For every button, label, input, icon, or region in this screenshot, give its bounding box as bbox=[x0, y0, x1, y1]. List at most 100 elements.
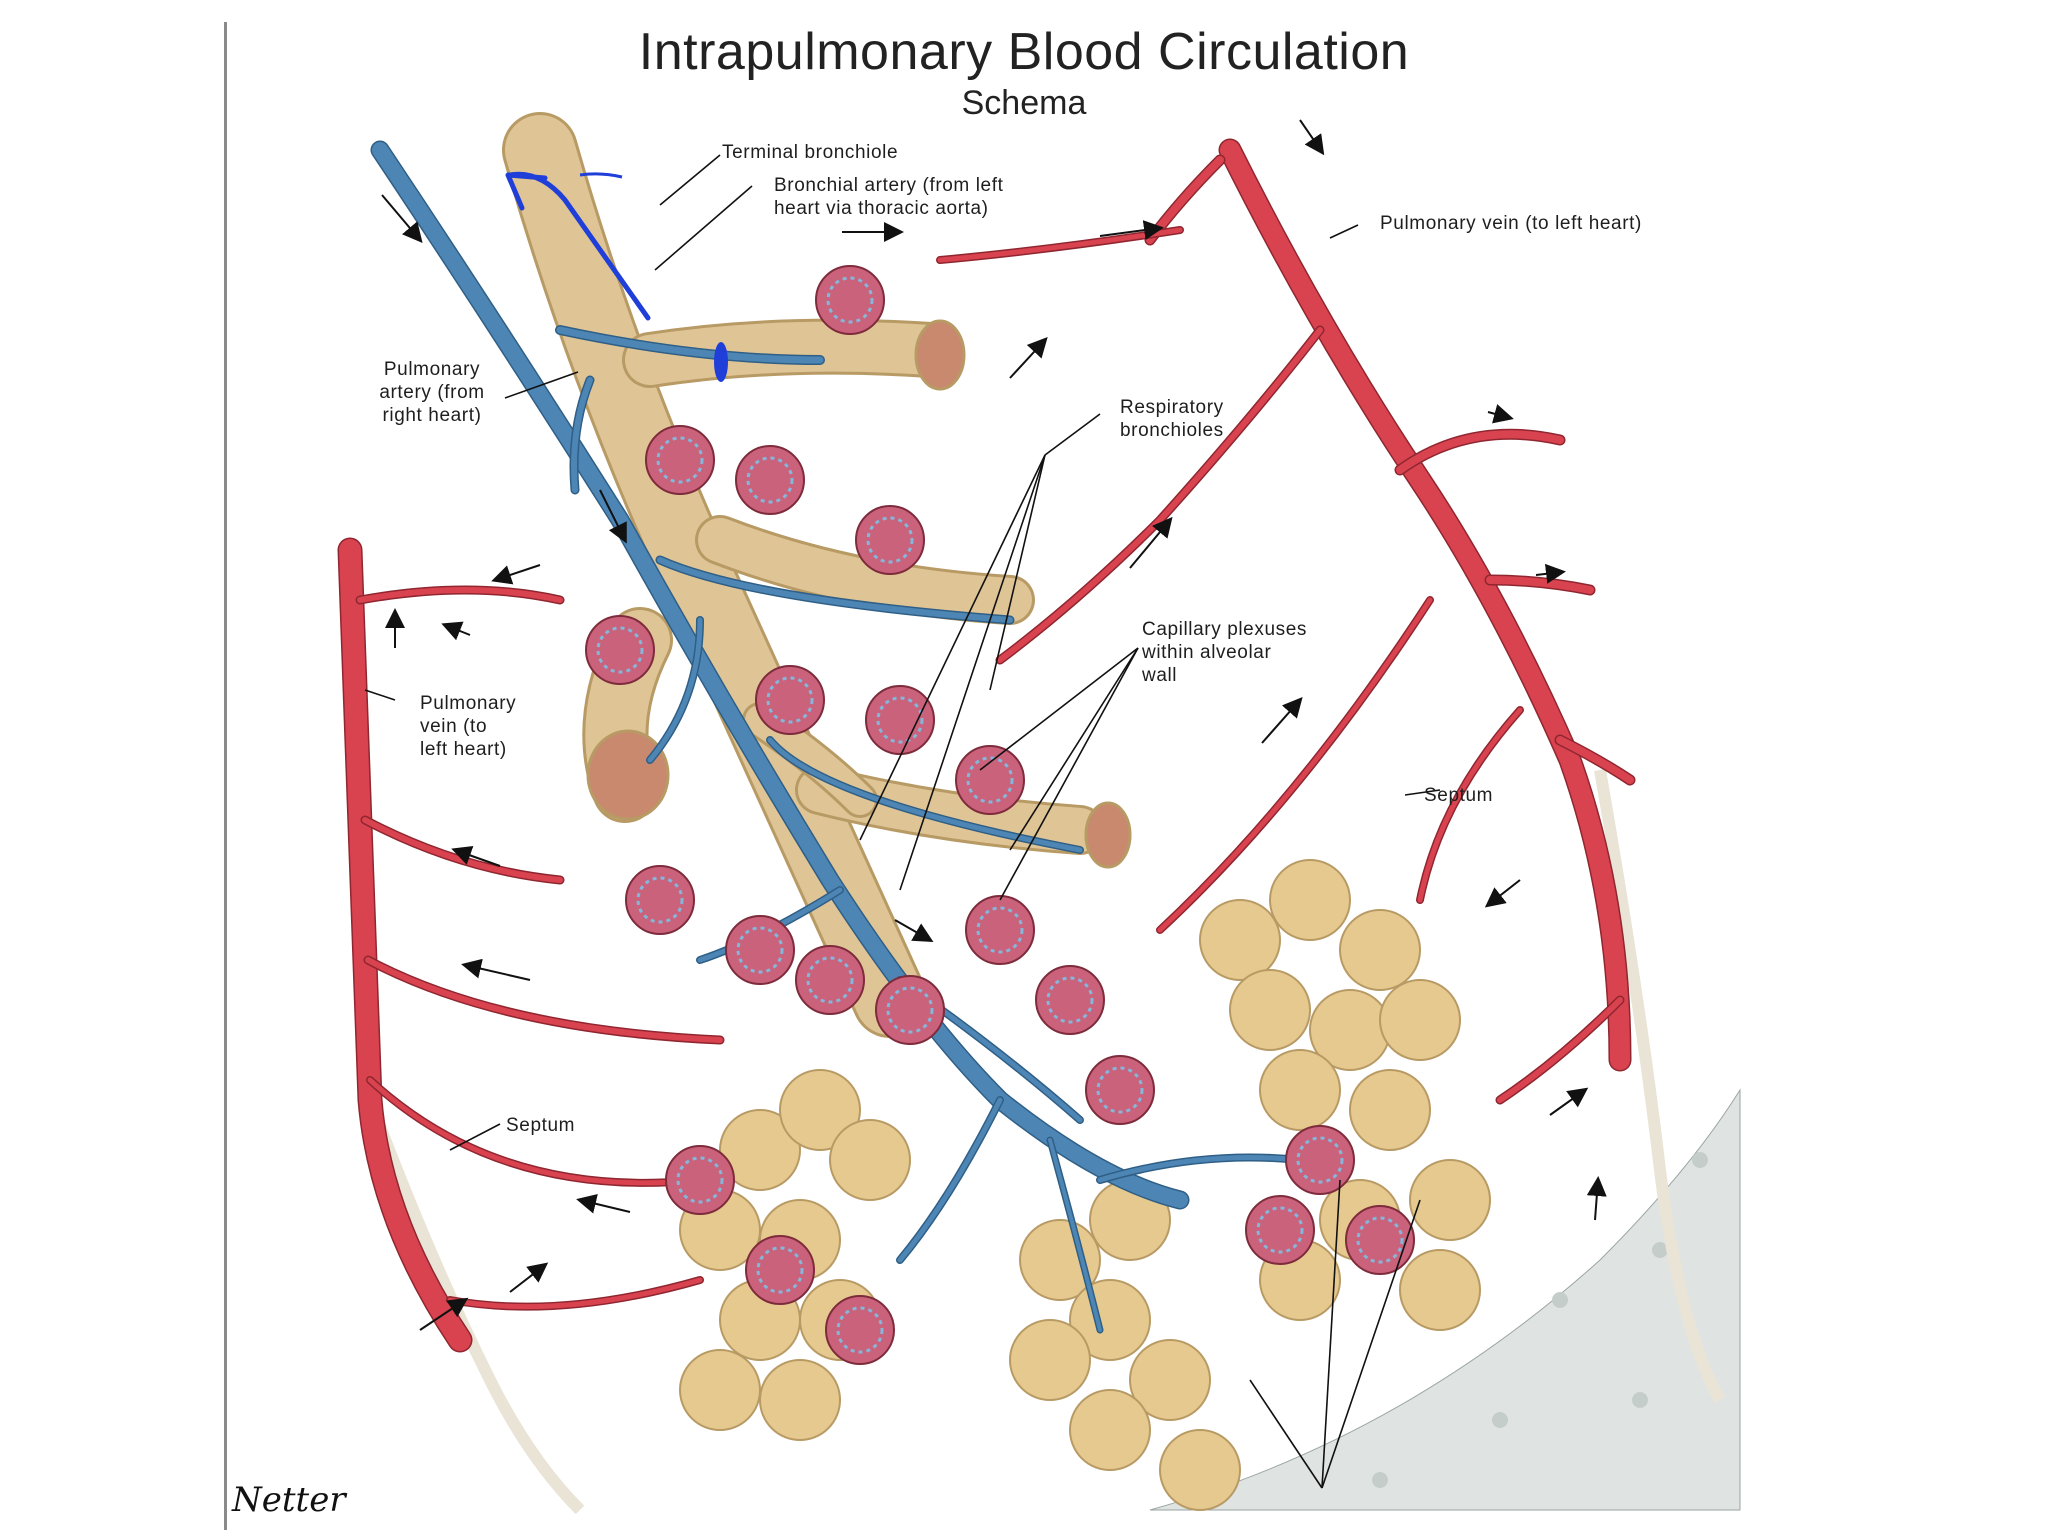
capillary-plexus bbox=[955, 745, 1025, 815]
vein-outline bbox=[363, 955, 725, 1045]
vein-branch bbox=[1486, 576, 1594, 594]
capillary-plexus bbox=[1245, 1195, 1315, 1265]
capillary-mesh bbox=[976, 906, 1024, 954]
leader-line bbox=[1321, 1179, 1341, 1489]
alveolus bbox=[1069, 1389, 1151, 1471]
flow-arrow bbox=[1009, 337, 1048, 379]
capillary-plexus bbox=[745, 1235, 815, 1305]
capillary-mesh bbox=[886, 986, 934, 1034]
alveolus bbox=[1009, 1319, 1091, 1401]
label-pulmonary-vein-top: Pulmonary vein (to left heart) bbox=[1380, 213, 1642, 234]
flow-arrow bbox=[1549, 1087, 1589, 1116]
capillary-plexus bbox=[585, 615, 655, 685]
label-septum-left: Septum bbox=[506, 1115, 576, 1136]
vein-branch bbox=[1220, 140, 1630, 1070]
vein-branch bbox=[447, 1277, 703, 1310]
vein-branch bbox=[365, 957, 723, 1043]
figure-subtitle: Schema bbox=[961, 84, 1087, 122]
flow-arrow bbox=[441, 621, 471, 641]
capillary-plexus bbox=[965, 895, 1035, 965]
alveolus bbox=[719, 1109, 801, 1191]
vein-branch bbox=[1417, 707, 1523, 903]
pleura-cell bbox=[1692, 1152, 1708, 1168]
capillary-mesh bbox=[766, 676, 814, 724]
leader-line bbox=[979, 647, 1139, 771]
leader-lines bbox=[364, 154, 1441, 1489]
leader-line bbox=[1404, 789, 1441, 796]
capillary-plexus bbox=[795, 945, 865, 1015]
artery-branch bbox=[1048, 1138, 1102, 1332]
alveolus bbox=[829, 1119, 911, 1201]
alveolus bbox=[1379, 979, 1461, 1061]
left-border-rule bbox=[224, 22, 227, 1530]
pleura-region bbox=[1149, 1088, 1741, 1511]
capillary-mesh bbox=[746, 456, 794, 504]
alveolus bbox=[1349, 1069, 1431, 1151]
alveolus bbox=[1229, 969, 1311, 1051]
vein-branch bbox=[997, 327, 1323, 663]
alveolus bbox=[1269, 859, 1351, 941]
capillary-plexus bbox=[865, 685, 935, 755]
vein-branch bbox=[357, 587, 563, 603]
label-terminal-bronchiole: Terminal bronchiole bbox=[722, 142, 899, 163]
flow-arrow bbox=[381, 194, 423, 244]
flow-arrow bbox=[419, 1297, 469, 1331]
capillary-plexus bbox=[815, 265, 885, 335]
leader-line bbox=[989, 454, 1046, 691]
alveolar-sacs bbox=[679, 859, 1491, 1511]
leader-line bbox=[1321, 1199, 1421, 1489]
pleura-cell bbox=[1492, 1412, 1508, 1428]
artery-branch bbox=[897, 1097, 1003, 1263]
artery-branch bbox=[657, 557, 1013, 623]
alveolus bbox=[1199, 899, 1281, 981]
alveolus bbox=[1259, 1049, 1341, 1131]
vein-branch bbox=[1556, 736, 1634, 784]
capillary-mesh bbox=[636, 876, 684, 924]
flow-arrow bbox=[509, 1262, 549, 1293]
bronchiole-segment bbox=[698, 518, 1032, 622]
leader-line bbox=[899, 454, 1046, 891]
flow-arrow bbox=[451, 845, 501, 867]
label-pulmonary-vein-left: Pulmonary vein (to left heart) bbox=[420, 693, 517, 760]
capillary-plexus bbox=[875, 975, 945, 1045]
flow-arrow bbox=[1261, 697, 1303, 744]
capillary-mesh bbox=[1296, 1136, 1344, 1184]
pleura-cell bbox=[1632, 1392, 1648, 1408]
flow-arrow bbox=[1129, 516, 1173, 569]
capillary-plexus bbox=[855, 505, 925, 575]
label-capillary-plexuses: Capillary plexuses within alveolar wall bbox=[1142, 619, 1307, 686]
alveolus bbox=[779, 1069, 861, 1151]
capillary-plexus bbox=[665, 1145, 735, 1215]
leader-line bbox=[449, 1123, 501, 1151]
septum-lines bbox=[364, 768, 1726, 1515]
figure-title: Intrapulmonary Blood Circulation bbox=[638, 23, 1410, 81]
vein-branch bbox=[1497, 997, 1623, 1103]
capillary-mesh bbox=[736, 926, 784, 974]
label-respiratory-bronchioles: Respiratory bronchioles bbox=[1120, 397, 1224, 441]
vein-branch bbox=[1146, 156, 1224, 244]
capillary-mesh bbox=[866, 516, 914, 564]
artery-branch bbox=[556, 326, 824, 364]
pleura-cell bbox=[1652, 1242, 1668, 1258]
leader-line bbox=[654, 185, 753, 271]
flow-arrow bbox=[1487, 404, 1514, 424]
leader-line bbox=[1009, 647, 1139, 851]
artery-branch bbox=[372, 142, 1188, 1208]
bronchiole-opening bbox=[1084, 801, 1132, 869]
capillary-mesh bbox=[596, 626, 644, 674]
alveolus bbox=[679, 1349, 761, 1431]
capillary-plexus bbox=[1035, 965, 1105, 1035]
alveolus bbox=[1399, 1249, 1481, 1331]
flow-arrow bbox=[491, 564, 541, 585]
capillary-plexus bbox=[825, 1295, 895, 1365]
alveolus bbox=[1409, 1159, 1491, 1241]
capillary-mesh bbox=[836, 1306, 884, 1354]
leader-line bbox=[1044, 413, 1101, 456]
capillary-mesh bbox=[966, 756, 1014, 804]
artery-branch bbox=[1097, 1155, 1303, 1183]
vein-branch bbox=[1396, 430, 1564, 474]
leader-line bbox=[1249, 1379, 1323, 1489]
capillary-plexus bbox=[755, 665, 825, 735]
leader-line bbox=[504, 371, 579, 399]
